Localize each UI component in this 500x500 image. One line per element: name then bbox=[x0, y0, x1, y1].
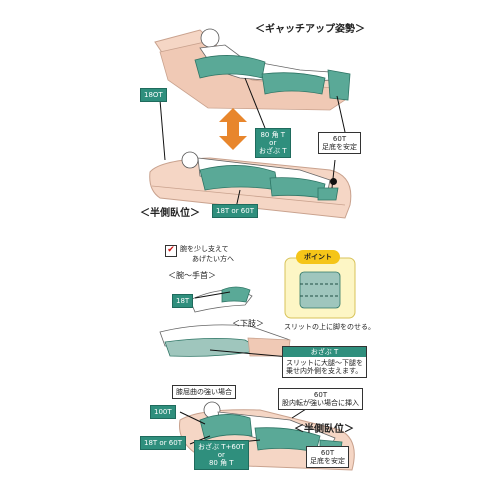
label-80-line3: おざぶ T bbox=[259, 147, 287, 156]
label-80-line2: or bbox=[269, 139, 277, 148]
label-60t-adduction-line2: 股内転が強い場合に挿入 bbox=[282, 399, 359, 408]
point-badge: ポイント bbox=[296, 250, 340, 264]
bottom-half-side-title: ＜半側臥位＞ bbox=[294, 424, 354, 435]
legs-illustration bbox=[159, 324, 291, 357]
arm-title: ＜腕～手首＞ bbox=[168, 271, 216, 280]
checkbox-icon: ✔ bbox=[165, 245, 177, 257]
label-ozabu-combo: おざぶ T+60T or 80 角 T bbox=[194, 440, 249, 471]
label-60t-foot-bottom: 60T 足底を安定 bbox=[306, 446, 349, 469]
ozabu-box: おざぶ T スリットに大腿～下腿を 乗せ内外側を支えます。 bbox=[282, 346, 367, 379]
combo-line2: or bbox=[217, 451, 225, 460]
combo-line3: 80 角 T bbox=[208, 459, 234, 468]
label-18ot: 18OT bbox=[140, 88, 167, 103]
point-note: スリットの上に脚をのせる。 bbox=[284, 323, 375, 331]
label-60t-foot: 60T 足底を安定 bbox=[318, 132, 361, 155]
ozabu-title: おざぶ T bbox=[283, 347, 366, 358]
up-down-arrow-icon bbox=[219, 108, 247, 150]
check-note-line2: あげたい方へ bbox=[192, 255, 234, 263]
leg-title: ＜下肢＞ bbox=[232, 319, 264, 328]
label-60t-adduction: 60T 股内転が強い場合に挿入 bbox=[278, 388, 363, 411]
arm-illustration bbox=[189, 286, 253, 313]
label-18t-or-60t-bottom: 18T or 60T bbox=[140, 436, 186, 451]
side-lying-bed-illustration bbox=[149, 151, 352, 219]
label-100t: 100T bbox=[150, 405, 176, 420]
label-80-line1: 80 角 T bbox=[260, 131, 286, 139]
check-note-line1: 腕を少し支えて bbox=[180, 245, 229, 253]
marker-dot bbox=[330, 178, 337, 185]
label-60t-foot-line1: 60T bbox=[320, 449, 335, 457]
gatch-up-bed-illustration bbox=[154, 28, 351, 111]
label-60t-adduction-line1: 60T bbox=[313, 391, 328, 399]
combo-line1: おざぶ T+60T bbox=[198, 443, 245, 451]
ozabu-line1: スリットに大腿～下腿を bbox=[286, 359, 363, 368]
label-60t-line1: 60T bbox=[332, 135, 347, 143]
point-cushion-illustration bbox=[284, 257, 356, 319]
label-80-or-ozabu: 80 角 T or おざぶ T bbox=[255, 128, 291, 159]
half-side-title: ＜半側臥位＞ bbox=[140, 208, 200, 219]
ozabu-line2: 乗せ内外側を支えます。 bbox=[286, 367, 363, 376]
label-18t-or-60t: 18T or 60T bbox=[212, 204, 258, 219]
gatch-up-title: ＜ギャッチアップ姿勢＞ bbox=[255, 24, 365, 35]
label-60t-line2: 足底を安定 bbox=[322, 143, 357, 152]
label-60t-foot-line2: 足底を安定 bbox=[310, 457, 345, 466]
knee-flex-box: 膝屈曲の強い場合 bbox=[172, 385, 236, 400]
label-18t: 18T bbox=[172, 294, 194, 309]
